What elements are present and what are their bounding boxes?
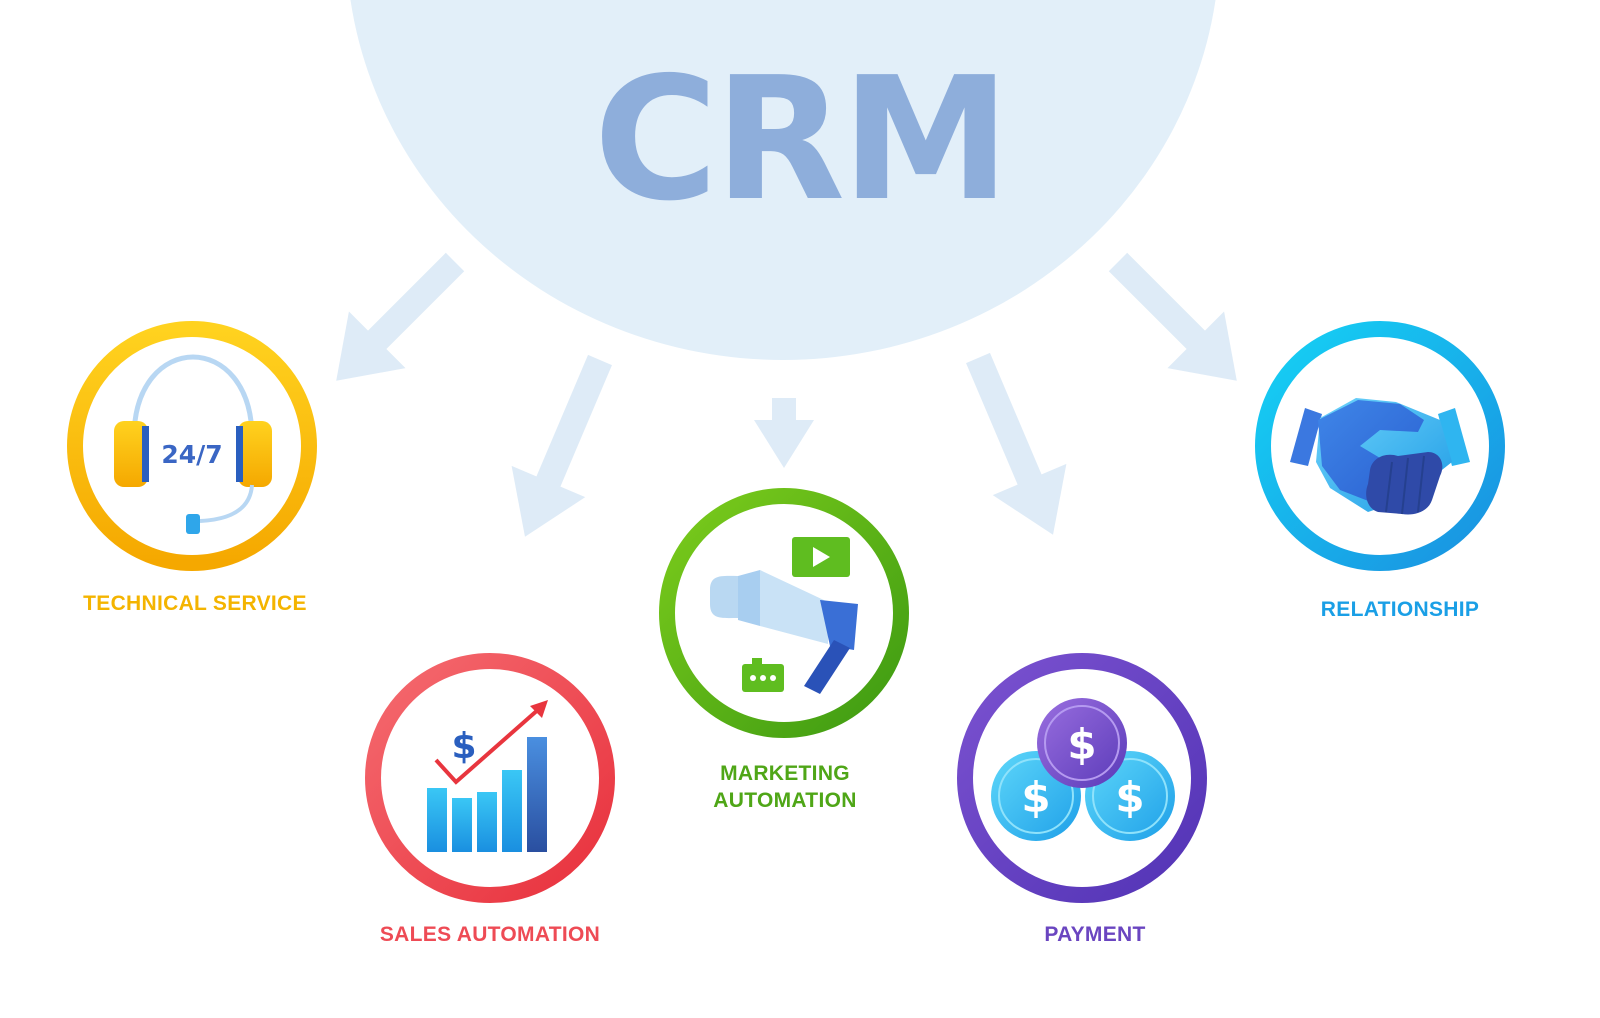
payment-label: PAYMENT	[1044, 923, 1146, 946]
technical-service-node: 24/7	[67, 321, 317, 571]
payment-node: $ $ $	[957, 653, 1207, 903]
growth-chart-icon: $	[427, 700, 548, 852]
relationship-label: RELATIONSHIP	[1320, 598, 1480, 621]
dollar-sign: $	[1021, 773, 1050, 822]
marketing-automation-label-line1: MARKETING	[720, 762, 850, 785]
arrow-to-marketing-automation	[754, 398, 814, 468]
marketing-automation-node	[659, 488, 909, 738]
arrow-to-sales-automation	[511, 354, 612, 537]
marketing-automation-label-line2: AUTOMATION	[713, 789, 857, 812]
crm-title: CRM	[593, 41, 1011, 239]
megaphone-icon	[710, 537, 858, 694]
arrow-to-payment	[966, 352, 1067, 535]
sales-automation-node: $	[365, 653, 615, 903]
crm-hub	[350, 0, 1216, 360]
headset-24-7-icon: 24/7	[114, 354, 272, 534]
marketing-automation-label: MARKETING AUTOMATION	[650, 760, 920, 814]
dollar-sign: $	[1115, 773, 1144, 822]
arrow-to-technical-service	[336, 252, 465, 381]
dollar-sign: $	[451, 726, 476, 767]
arrow-to-relationship	[1108, 252, 1237, 381]
badge-24-7: 24/7	[161, 440, 222, 469]
technical-service-label: TECHNICAL SERVICE	[83, 592, 307, 615]
sales-automation-label: SALES AUTOMATION	[379, 923, 601, 946]
coins-icon: $ $ $	[991, 698, 1175, 841]
handshake-icon	[1290, 398, 1470, 515]
dollar-sign: $	[1067, 720, 1096, 769]
relationship-node	[1255, 321, 1505, 571]
